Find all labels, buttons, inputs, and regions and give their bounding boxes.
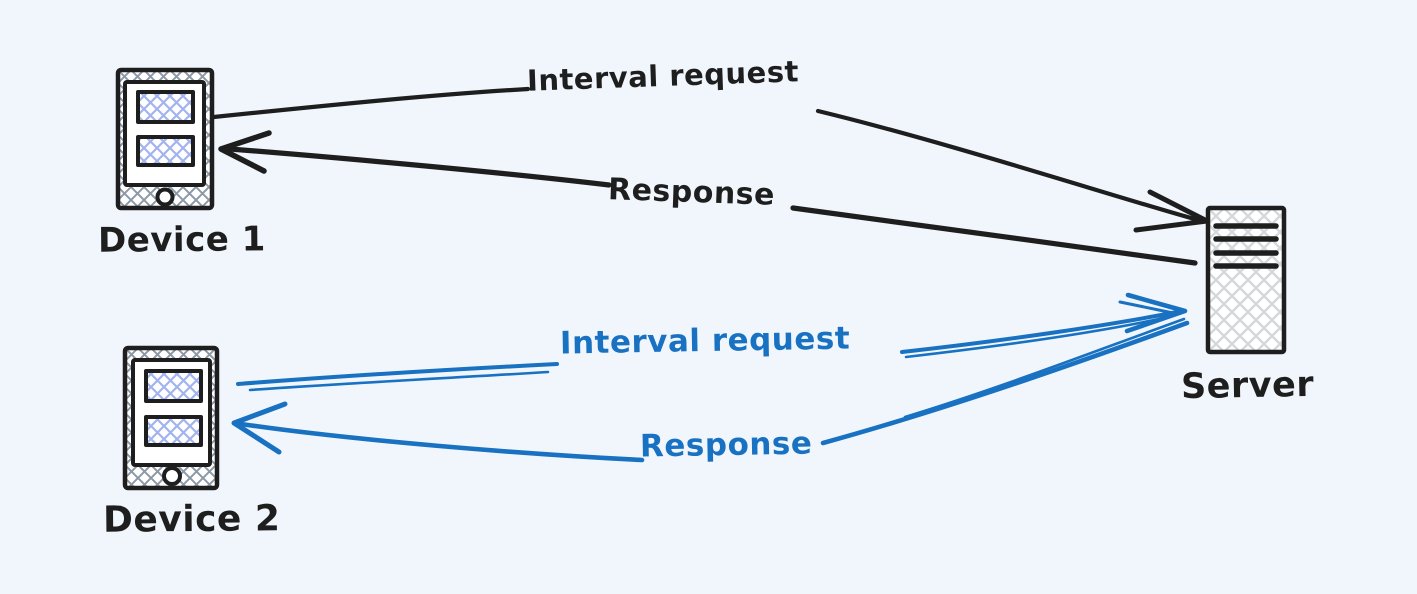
- arrow-device2-interval-request-arrowhead-overdraw: [1118, 300, 1180, 316]
- arrow-device2-interval-request-arrowhead: [1124, 292, 1188, 334]
- label-server: Server: [1180, 364, 1315, 408]
- device1-phone-icon: [115, 67, 215, 211]
- label-server-device2-response: Response: [639, 425, 813, 465]
- device1-app-row-1: [136, 90, 195, 124]
- arrow-device1-interval-request: [211, 86, 1210, 233]
- arrow-server-device1-response-line-left: [227, 146, 612, 188]
- arrow-server-device2-response-arrowhead: [231, 401, 288, 455]
- arrow-device1-interval-request-arrowhead: [1133, 189, 1210, 233]
- arrow-server-device2-response-line-left: [238, 421, 645, 463]
- arrow-server-device1-response-arrowhead: [218, 130, 272, 174]
- arrow-device2-interval-request: [236, 292, 1188, 392]
- device2-app-row-1: [144, 369, 203, 403]
- device1-app-row-2: [136, 135, 195, 167]
- arrow-device1-interval-request-line-right: [815, 108, 1201, 223]
- label-device1: Device 1: [97, 219, 266, 261]
- device2-phone-icon: [122, 345, 220, 491]
- arrow-device1-interval-request-line-left: [211, 86, 531, 120]
- server-body: [1205, 205, 1287, 355]
- arrow-server-device1-response-line-right: [790, 205, 1198, 266]
- label-device2-interval-request: Interval request: [559, 320, 851, 362]
- arrow-server-device2-response-line-right: [820, 320, 1190, 446]
- arrow-server-device2-response-overdraw-right: [903, 317, 1186, 419]
- arrow-device2-interval-request-line-left: [236, 362, 559, 386]
- arrow-device2-interval-request-overdraw-right: [904, 315, 1170, 359]
- label-server-device1-response: Response: [607, 172, 776, 213]
- arrow-device2-interval-request-overdraw-left: [248, 370, 550, 392]
- arrow-server-device2-response: [231, 317, 1190, 463]
- device2-app-row-2: [144, 415, 203, 447]
- arrow-server-device1-response: [218, 130, 1198, 266]
- arrow-device2-interval-request-line-right: [900, 310, 1179, 354]
- label-device2: Device 2: [102, 498, 281, 541]
- device1-home-button: [155, 187, 175, 207]
- server-icon: [1205, 205, 1287, 355]
- device2-home-button: [162, 466, 182, 486]
